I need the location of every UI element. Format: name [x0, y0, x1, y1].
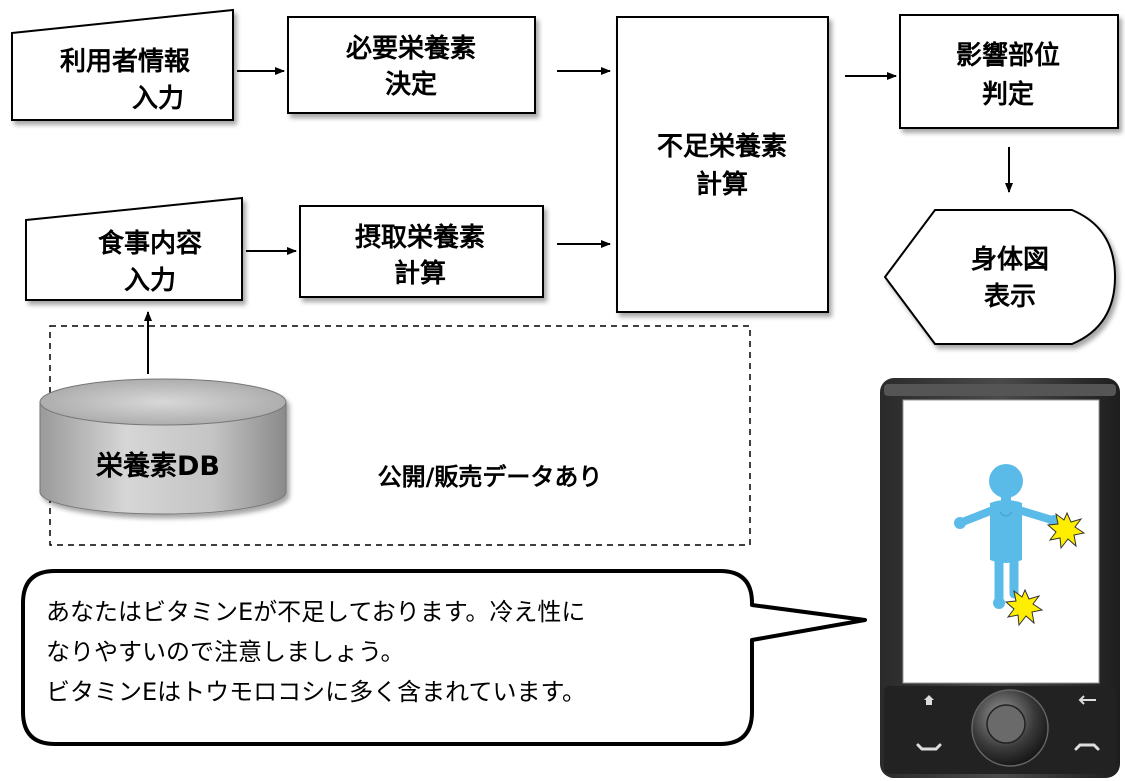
affected-part-box: 影響部位 判定 [899, 14, 1119, 129]
affected-part-line1: 影響部位 [956, 40, 1060, 71]
body-display-line2: 表示 [984, 282, 1036, 312]
intake-calc-line2: 計算 [394, 258, 446, 289]
smartphone [880, 378, 1120, 778]
user-info-line1: 利用者情報 [60, 47, 191, 77]
body-figure [954, 464, 1060, 609]
shortage-calc-box: 不足栄養素 計算 [616, 16, 829, 313]
body-display-line1: 身体図 [971, 244, 1049, 275]
shortage-calc-line2: 計算 [696, 169, 748, 200]
body-display-shape: 身体図 表示 [883, 209, 1117, 345]
advice-line-1: あなたはビタミンEが不足しております。冷え性に [46, 598, 585, 626]
call-icon [916, 743, 942, 751]
meal-input-box: 食事内容 入力 [25, 196, 243, 301]
affected-part-line2: 判定 [982, 79, 1034, 110]
intake-calc-box: 摂取栄養素 計算 [299, 205, 544, 298]
pain-burst-icon [1046, 511, 1086, 550]
meal-input-line2: 入力 [124, 266, 176, 296]
home-icon [924, 695, 934, 705]
advice-line-3: ビタミンEはトウモロコシに多く含まれています。 [46, 678, 586, 706]
advice-speech-bubble: あなたはビタミンEが不足しております。冷え性に なりやすいので注意しましょう。 … [21, 569, 867, 746]
public-data-label: 公開/販売データあり [378, 463, 603, 491]
shortage-calc-line1: 不足栄養素 [657, 132, 787, 162]
required-nutrients-box: 必要栄養素 決定 [287, 16, 536, 114]
meal-input-line1: 食事内容 [98, 228, 202, 259]
intake-calc-line1: 摂取栄養素 [355, 222, 485, 253]
advice-line-2: なりやすいので注意しましょう。 [46, 638, 405, 666]
end-call-icon [1074, 743, 1100, 751]
user-info-line2: 入力 [132, 84, 184, 114]
required-nutrients-line1: 必要栄養素 [346, 34, 476, 64]
required-nutrients-line2: 決定 [385, 69, 437, 100]
back-arrow-icon [1078, 695, 1096, 705]
pain-burst-icon [1004, 588, 1044, 627]
nutrient-db-label: 栄養素DB [95, 450, 220, 482]
user-info-input-box: 利用者情報 入力 [11, 8, 234, 121]
nutrient-database [39, 378, 287, 515]
